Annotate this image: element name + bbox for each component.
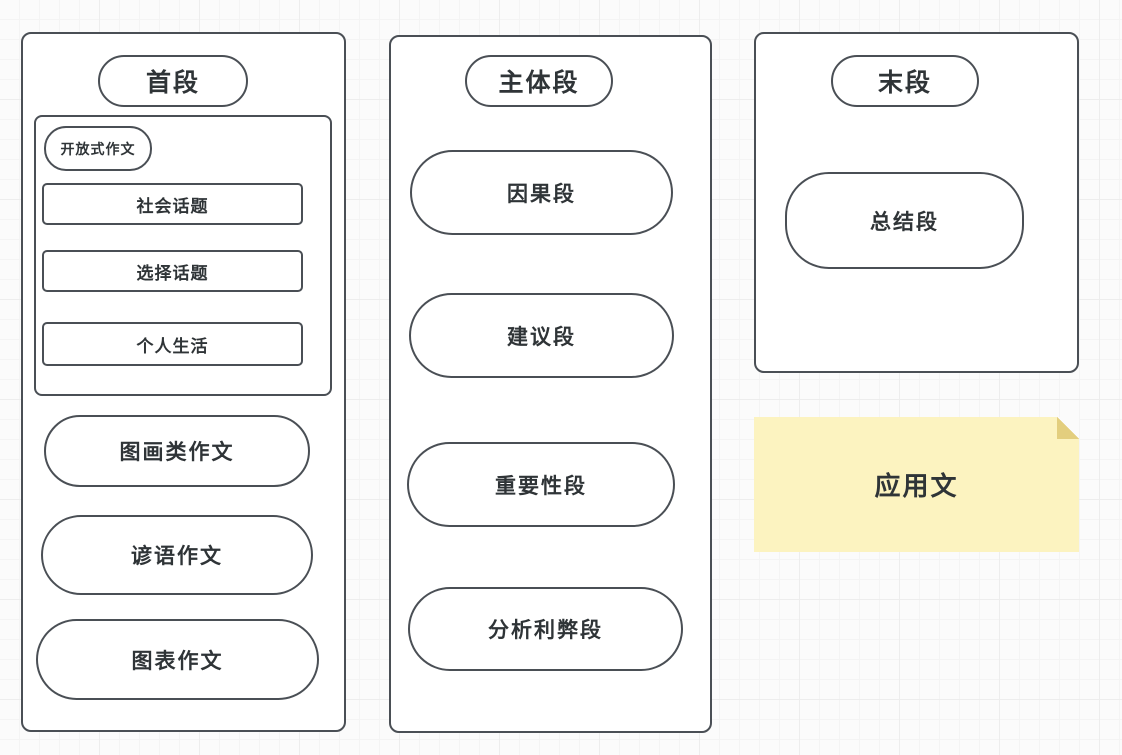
opening-item-choice-topic[interactable]: 选择话题: [42, 250, 303, 292]
group-ending-title[interactable]: 末段: [831, 55, 979, 107]
opening-node-proverb-essay[interactable]: 谚语作文: [41, 515, 313, 595]
opening-node-picture-essay[interactable]: 图画类作文: [44, 415, 310, 487]
group-opening-title[interactable]: 首段: [98, 55, 248, 107]
group-body-title[interactable]: 主体段: [465, 55, 613, 107]
ending-node-summary[interactable]: 总结段: [785, 172, 1024, 269]
opening-item-social-topic[interactable]: 社会话题: [42, 183, 303, 225]
body-node-importance[interactable]: 重要性段: [407, 442, 675, 527]
opening-tag-open-essay[interactable]: 开放式作文: [44, 126, 152, 171]
sticky-note-label: 应用文: [874, 471, 959, 501]
body-node-suggestion[interactable]: 建议段: [409, 293, 674, 378]
opening-item-personal-life[interactable]: 个人生活: [42, 322, 303, 366]
body-node-cause-effect[interactable]: 因果段: [410, 150, 673, 235]
opening-node-chart-essay[interactable]: 图表作文: [36, 619, 319, 700]
sticky-note-practical-writing[interactable]: 应用文: [754, 417, 1079, 552]
folded-corner-icon: [1057, 417, 1079, 439]
body-node-pros-cons[interactable]: 分析利弊段: [408, 587, 683, 671]
